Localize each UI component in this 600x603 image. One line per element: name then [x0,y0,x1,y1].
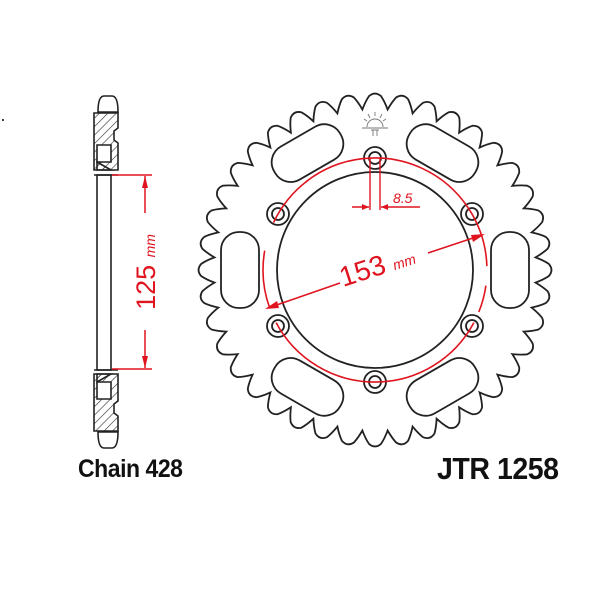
sprocket-front-view [197,92,553,448]
bolt-hole [266,202,290,226]
bolt-holes [266,146,484,394]
bolt-circle-arc [272,179,309,224]
bolt-hole [271,319,285,333]
dimension-125-text: 125 mm [131,234,161,310]
hub-dimension-unit: mm [142,234,158,258]
bolt-circle-arc [262,250,271,309]
bolt-hole-diameter-value: 8.5 [393,190,413,206]
dimension-125 [112,174,152,370]
center-bore [276,171,474,369]
bolt-hole [266,314,290,338]
bolt-circle-arc [275,322,475,383]
part-number-label: JTR 1258 [437,451,559,486]
bolt-circle-arc [305,157,488,267]
bolt-hole [465,319,479,333]
dimension-8-5 [352,158,420,210]
lightening-slot [405,123,480,183]
bolt-circle-arc [478,285,487,313]
svg-text:125 mm: 125 mm [131,234,161,310]
side-view [93,95,119,449]
bolt-circle-value: 153 [335,249,389,293]
lightening-slot [270,357,345,417]
bolt-hole [460,202,484,226]
stray-dot [2,119,4,121]
bolt-hole [465,207,479,221]
lightening-slot [490,231,530,309]
sprocket-teeth [197,92,553,448]
bolt-circle-unit: mm [391,251,418,274]
lightening-slot [405,357,480,417]
chain-label: Chain 428 [78,455,183,483]
jt-sun-logo-icon [362,112,388,136]
lightening-slot [270,123,345,183]
svg-text:153 mm: 153 mm [335,239,419,293]
lightening-slot [220,231,260,309]
lightening-slots [220,123,530,417]
dimension-153 [265,234,485,309]
bolt-hole [460,314,484,338]
hub-dimension-value: 125 [131,265,161,310]
dimension-153-text: 153 mm [335,239,419,293]
bolt-circle [262,157,488,383]
bolt-hole [271,207,285,221]
